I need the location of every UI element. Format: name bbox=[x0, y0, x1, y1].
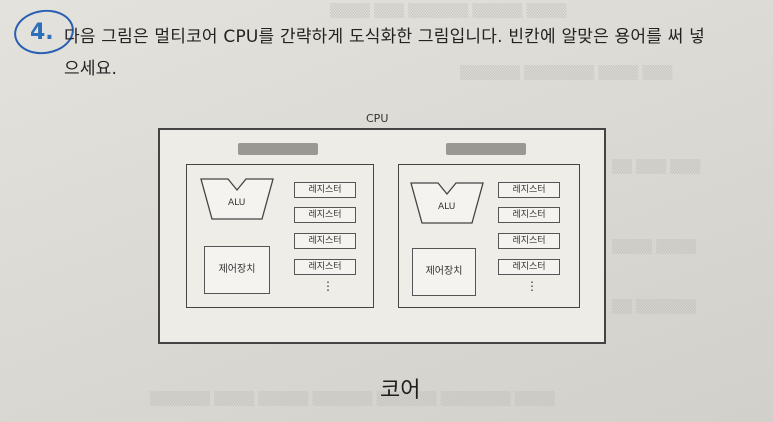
bleed-through-text: ▒▒ ▒▒▒▒▒▒ bbox=[612, 300, 697, 315]
control-unit-1: 제어장치 bbox=[204, 246, 270, 294]
bleed-through-text: ▒▒▒▒ ▒▒▒ ▒▒▒▒▒▒ ▒▒▒▒▒ ▒▒▒▒ bbox=[330, 4, 567, 19]
core-blank-1 bbox=[238, 143, 318, 155]
cpu-label: CPU bbox=[366, 112, 389, 125]
register-2-3: 레지스터 bbox=[498, 233, 560, 249]
register-2-1: 레지스터 bbox=[498, 182, 560, 198]
core-blank-2 bbox=[446, 143, 526, 155]
control-unit-label-2: 제어장치 bbox=[425, 266, 463, 277]
register-1-2: 레지스터 bbox=[294, 207, 356, 223]
register-ellipsis-1: ⋮ bbox=[322, 279, 334, 293]
bleed-through-text: ▒▒▒▒▒▒ ▒▒▒▒ ▒▒▒▒▒ ▒▒▒▒▒▒ ▒▒▒▒▒▒ ▒▒▒▒▒▒▒ … bbox=[150, 392, 555, 407]
bleed-through-text: ▒▒▒▒ ▒▒▒▒ bbox=[612, 240, 697, 255]
register-1-1: 레지스터 bbox=[294, 182, 356, 198]
alu-shape-1 bbox=[200, 178, 274, 220]
handwritten-answer: 코어 bbox=[380, 378, 421, 403]
question-text-line2: 으세요. bbox=[64, 59, 118, 79]
question-number: 4. bbox=[30, 20, 54, 45]
control-unit-label-1: 제어장치 bbox=[218, 264, 256, 275]
register-1-3: 레지스터 bbox=[294, 233, 356, 249]
register-1-4: 레지스터 bbox=[294, 259, 356, 275]
question-text-line1: 다음 그림은 멀티코어 CPU를 간략하게 도식화한 그림입니다. 빈칸에 알맞… bbox=[64, 27, 705, 47]
alu-shape-2 bbox=[410, 182, 484, 224]
register-ellipsis-2: ⋮ bbox=[526, 279, 538, 293]
bleed-through-text: ▒▒▒▒▒▒ ▒▒▒▒▒▒▒ ▒▒▒▒ ▒▒▒ bbox=[460, 66, 673, 81]
register-2-4: 레지스터 bbox=[498, 259, 560, 275]
alu-label-1: ALU bbox=[228, 198, 246, 208]
register-2-2: 레지스터 bbox=[498, 207, 560, 223]
bleed-through-text: ▒▒ ▒▒▒ ▒▒▒ bbox=[612, 160, 701, 175]
control-unit-2: 제어장치 bbox=[412, 248, 476, 296]
alu-label-2: ALU bbox=[438, 202, 456, 212]
